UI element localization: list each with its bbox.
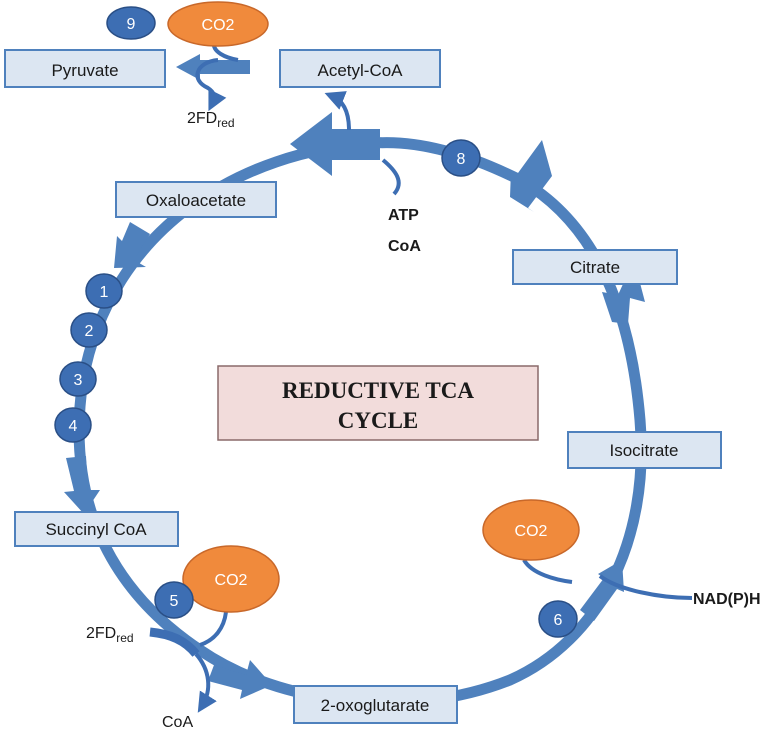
arrow-to-succinyl — [64, 456, 100, 514]
coa-output-bottom — [194, 652, 217, 713]
arrow-acetyl-to-oxaloacetate — [290, 112, 380, 176]
step-2: 2 — [70, 312, 108, 348]
metabolite-2-oxoglutarate: 2-oxoglutarate — [293, 685, 458, 724]
step-3-label: 3 — [74, 372, 83, 389]
metabolite-oxaloacetate: Oxaloacetate — [115, 181, 277, 218]
oxaloacetate-label: Oxaloacetate — [146, 191, 246, 210]
citrate-label: Citrate — [570, 258, 620, 277]
step-9-label: 9 — [127, 16, 136, 33]
succinyl-coa-label: Succinyl CoA — [45, 520, 147, 539]
arrow-to-oxoglutarate — [208, 660, 272, 699]
step-8: 8 — [441, 139, 481, 177]
atp-coa-input — [381, 158, 401, 196]
step-2-label: 2 — [85, 323, 94, 340]
cycle-title-box: REDUCTIVE TCA CYCLE — [217, 365, 539, 441]
co2-oval-top: CO2 — [167, 1, 269, 47]
coa-bold-label: CoA — [388, 238, 421, 255]
pyruvate-arrowhead — [176, 54, 200, 80]
nadph-input-right — [598, 574, 693, 600]
isocitrate-label: Isocitrate — [610, 441, 679, 460]
step-6: 6 — [538, 600, 578, 638]
title-line-2: CYCLE — [338, 408, 419, 433]
metabolite-pyruvate: Pyruvate — [4, 49, 166, 88]
co2-label-top: CO2 — [202, 17, 235, 34]
2-oxoglutarate-label: 2-oxoglutarate — [321, 696, 430, 715]
title-line-1: REDUCTIVE TCA — [282, 378, 474, 403]
step-9: 9 — [106, 6, 156, 40]
fd-input-bottom — [149, 627, 200, 657]
co2-oval-bottom-left: CO2 — [182, 545, 280, 613]
arrow-oxoglutarate-up — [580, 560, 624, 621]
pyruvate-connector — [176, 41, 250, 112]
step-8-label: 8 — [457, 151, 466, 168]
acetyl-coa-label: Acetyl-CoA — [317, 61, 403, 80]
step-1: 1 — [85, 273, 123, 309]
step-3: 3 — [59, 361, 97, 397]
step-1-label: 1 — [100, 284, 109, 301]
co2-oval-right: CO2 — [482, 499, 580, 561]
co2-input-right — [522, 558, 573, 584]
nadph-label: NAD(P)H — [693, 591, 761, 608]
step-5-label: 5 — [170, 593, 179, 610]
metabolite-succinyl-coa: Succinyl CoA — [14, 511, 179, 547]
arrow-to-citrate-top — [510, 140, 552, 212]
cycle-arrowheads — [64, 112, 645, 699]
pyruvate-arrow-shaft — [200, 60, 250, 74]
metabolite-citrate: Citrate — [512, 249, 678, 285]
acetyl-coa-branch — [324, 91, 351, 131]
step-6-label: 6 — [554, 612, 563, 629]
arrow-oxaloacetate-down — [114, 222, 150, 268]
pyruvate-label: Pyruvate — [51, 61, 118, 80]
metabolite-acetyl-coa: Acetyl-CoA — [279, 49, 441, 88]
coa-label-bottom: CoA — [162, 714, 193, 731]
step-5: 5 — [154, 581, 194, 619]
co2-input-bottom-left — [199, 611, 228, 647]
fd-label-top: 2FDred — [187, 110, 235, 130]
atp-label: ATP — [388, 207, 419, 224]
step-4-label: 4 — [69, 418, 78, 435]
metabolite-isocitrate: Isocitrate — [567, 431, 722, 469]
co2-label-right: CO2 — [515, 523, 548, 540]
co2-label-bottom-left: CO2 — [215, 572, 248, 589]
step-4: 4 — [54, 407, 92, 443]
fd-curved-arrow-top — [195, 58, 227, 112]
fd-label-bottom: 2FDred — [86, 625, 134, 645]
